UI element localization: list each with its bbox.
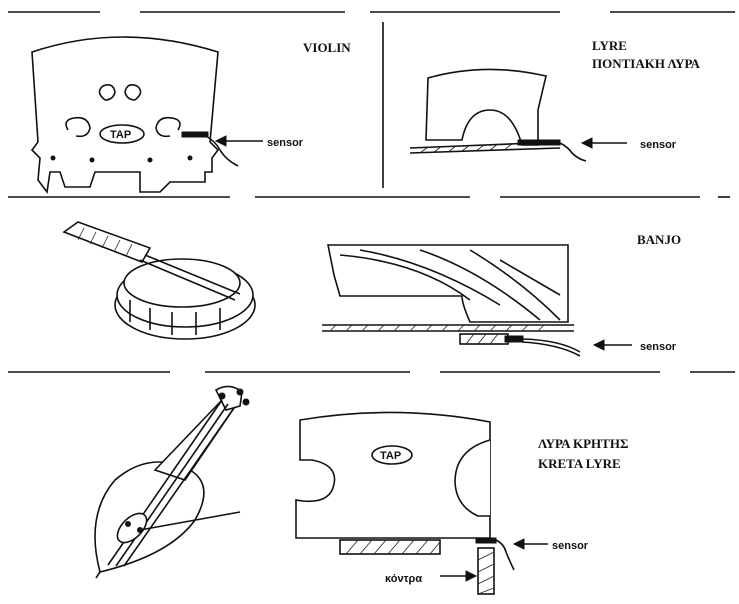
kreta-sensor <box>475 537 515 571</box>
banjo-bridge <box>322 244 574 345</box>
banjo-panel: BANJO <box>62 221 681 357</box>
violin-sensor-arrow <box>214 135 263 147</box>
kreta-support-post <box>477 547 495 595</box>
kreta-subtitle: KRETA LYRE <box>538 456 621 471</box>
lyre-title: LYRE <box>592 38 627 53</box>
lyre-sensor <box>517 139 587 162</box>
kreta-sensor-arrow <box>512 538 548 550</box>
lyre-panel: LYRE ΠΟΝΤΙΑΚΗ ΛΥΡΑ sensor <box>409 38 701 162</box>
kreta-base-block <box>339 539 441 555</box>
violin-logo-text: TAP <box>110 129 131 141</box>
kreta-logo-text: TAP <box>380 450 401 462</box>
tap-logo-oval <box>99 124 145 144</box>
violin-sensor-label: sensor <box>267 137 304 149</box>
banjo-sensor-arrow <box>592 339 632 351</box>
banjo-sensor-label: sensor <box>640 341 677 353</box>
lyre-sensor-arrow <box>580 137 627 149</box>
divider-lines <box>8 11 735 373</box>
violin-sensor <box>181 131 239 167</box>
violin-bridge: TAP <box>30 36 220 195</box>
kreta-lyre-instrument <box>94 385 250 579</box>
tap-logo-oval <box>371 445 413 465</box>
violin-panel: VIOLIN TAP sensor <box>30 36 351 195</box>
lyre-subtitle: ΠΟΝΤΙΑΚΗ ΛΥΡΑ <box>592 56 701 71</box>
banjo-sensor-cable <box>521 338 581 357</box>
kreta-title: ΛΥΡΑ ΚΡΗΤΗΣ <box>538 436 628 451</box>
banjo-title: BANJO <box>637 232 681 247</box>
kreta-panel: ΛΥΡΑ ΚΡΗΤΗΣ KRETA LYRE TAP <box>94 385 628 595</box>
lyre-sensor-label: sensor <box>640 139 677 151</box>
kreta-bridge: TAP <box>295 411 491 555</box>
violin-title: VIOLIN <box>303 40 351 55</box>
kreta-support-arrow <box>440 570 478 582</box>
banjo-instrument <box>62 221 256 340</box>
kreta-support-label: κόντρα <box>385 573 422 585</box>
kreta-sensor-label: sensor <box>552 540 589 552</box>
